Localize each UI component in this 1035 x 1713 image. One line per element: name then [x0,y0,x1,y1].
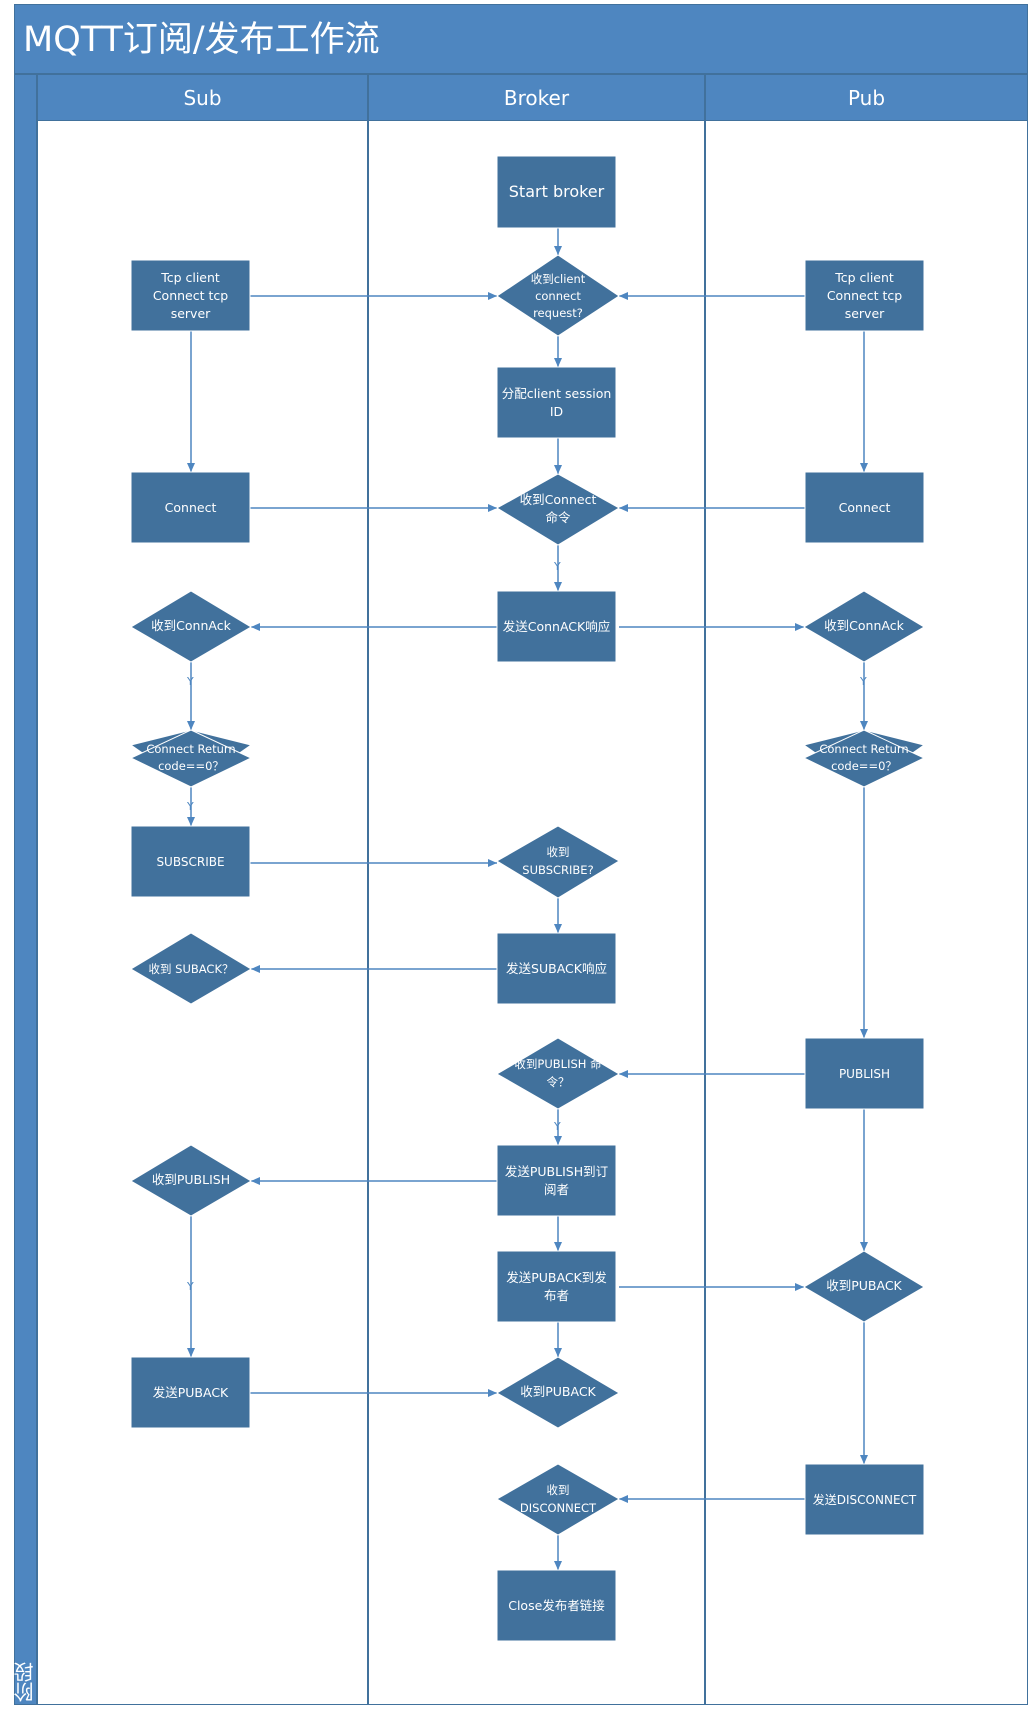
phase-column [14,74,37,1705]
node-send-suback [496,932,617,1005]
lane-header-broker: Broker [368,74,705,121]
node-sub-subscribe [130,825,251,898]
node-send-connack [496,590,617,663]
lane-pub [705,121,1028,1705]
diagram-title: MQTT订阅/发布工作流 [14,4,1028,74]
node-recv-connect-cmd [496,473,620,546]
label-sub-subscribe: SUBSCRIBE [156,854,225,869]
label-sub-connect: Connect [164,499,217,515]
label-pub-send-disconnect: 发送DISCONNECT [812,1492,917,1507]
node-sub-recv-suback [130,932,252,1005]
label-broker-recv-puback: 收到PUBACK [520,1384,596,1399]
node-recv-subscribe [496,825,620,899]
node-pub-connect [804,471,925,544]
node-close-pub-link [496,1569,617,1642]
lane-header-pub: Pub [705,74,1028,121]
node-recv-disconnect [496,1463,620,1536]
node-pub-return-code-shape [802,729,926,788]
label-start-broker: Start broker [508,182,605,201]
edge-label-yes-publish-cmd: Y [554,1120,561,1133]
label-pub-recv-puback: 收到PUBACK [826,1278,902,1293]
label-sub-send-puback: 发送PUBACK [152,1384,229,1400]
label-send-publish-to-sub: 发送PUBLISH到订阅者 [504,1163,609,1197]
label-recv-connect-cmd: 收到Connect 命令 [519,492,597,525]
node-sub-return-code-shape [129,729,253,788]
edge-label-yes-connect: Y [554,560,561,573]
node-sub-connect [130,471,251,544]
edge-label-yes-sub-connack: Y [187,675,194,688]
node-sub-send-puback [130,1356,251,1429]
node-broker-recv-puback [496,1356,620,1429]
node-pub-send-disconnect [804,1463,925,1536]
label-pub-publish: PUBLISH [838,1066,891,1081]
label-sub-recv-connack: 收到ConnAck [151,618,231,633]
label-send-puback-to-pub: 发送PUBACK到发布者 [506,1269,607,1303]
label-sub-tcp-client: Tcp client Connect tcp server [152,269,229,321]
edge-label-yes-sub-publish: Y [187,1280,194,1293]
node-recv-client-request [496,254,620,337]
label-recv-client-request: 收到client connect request? [530,271,586,320]
node-alloc-session [496,366,617,439]
node-pub-tcp-client [804,259,925,332]
edge-label-yes-sub-returncode: Y [187,800,194,813]
label-close-pub-link: Close发布者链接 [508,1597,605,1613]
label-pub-return-code: Connect Return code==0？ [819,742,909,773]
label-sub-return-code: Connect Return code==0？ [146,742,236,773]
edge-label-yes-pub-connack: Y [860,675,867,688]
label-recv-subscribe: 收到 SUBSCRIBE? [522,845,594,877]
lane-sub [37,121,368,1705]
label-alloc-session: 分配client session ID [501,385,612,419]
node-sub-recv-connack [130,590,252,663]
label-recv-disconnect: 收到 DISCONNECT [519,1483,597,1515]
label-sub-recv-publish: 收到PUBLISH [151,1172,231,1187]
node-sub-recv-publish [130,1144,252,1217]
node-send-publish-to-sub [496,1144,617,1217]
node-pub-publish [804,1037,925,1110]
label-send-suback: 发送SUBACK响应 [506,960,607,976]
node-pub-recv-puback [803,1250,925,1323]
node-sub-tcp-client [130,259,251,332]
label-send-connack: 发送ConnACK响应 [502,618,611,634]
label-sub-recv-suback: 收到 SUBACK？ [148,962,234,976]
label-pub-recv-connack: 收到ConnAck [824,618,904,633]
lane-header-sub: Sub [37,74,368,121]
label-recv-publish-cmd: 收到PUBLISH 命令？ [514,1057,602,1089]
node-send-puback-to-pub [496,1250,617,1323]
node-pub-recv-connack [803,590,925,663]
label-pub-tcp-client: Tcp client Connect tcp server [826,269,903,321]
node-start-broker [496,155,617,229]
node-recv-publish-cmd [496,1037,620,1110]
label-pub-connect: Connect [838,499,891,515]
